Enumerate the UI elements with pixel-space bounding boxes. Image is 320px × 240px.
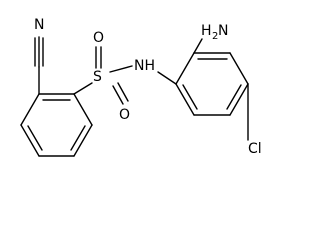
amide-linker: NH: [109, 58, 177, 85]
sulfur-label: S: [93, 69, 102, 85]
amino-group: H 2 N: [193, 23, 228, 54]
oxygen-bottom-label: O: [119, 107, 130, 123]
bond: [229, 83, 249, 116]
bond: [20, 124, 40, 157]
bond: [175, 52, 195, 85]
chloro-group: Cl: [247, 83, 262, 157]
sulfonyl-group: S O O: [73, 30, 130, 123]
aromatic-bond: [226, 84, 242, 110]
left-benzene-ring: [20, 93, 93, 157]
amino-n-label: N: [218, 23, 228, 39]
amino-h-label: H: [201, 23, 212, 39]
bond: [229, 52, 249, 85]
chlorine-label: Cl: [248, 141, 262, 157]
chemical-structure: N S O O NH H 2 N Cl: [20, 17, 262, 157]
bond: [20, 93, 40, 126]
nitrile-group: N: [34, 17, 44, 95]
bond: [73, 124, 93, 157]
aromatic-bond: [70, 125, 86, 151]
amino-subscript-label: 2: [212, 31, 218, 42]
double-bond: [117, 82, 129, 102]
bond: [73, 93, 93, 126]
nitrile-nitrogen-label: N: [34, 17, 44, 33]
bond: [73, 82, 93, 95]
oxygen-top-label: O: [93, 30, 104, 46]
aromatic-bond: [182, 84, 198, 110]
bond: [175, 83, 195, 116]
bond: [109, 65, 133, 73]
double-bond: [112, 85, 124, 105]
bond: [157, 71, 177, 85]
right-benzene-ring: [175, 52, 249, 116]
nh-label: NH: [134, 58, 155, 74]
bond: [193, 38, 203, 54]
aromatic-bond: [27, 125, 43, 151]
